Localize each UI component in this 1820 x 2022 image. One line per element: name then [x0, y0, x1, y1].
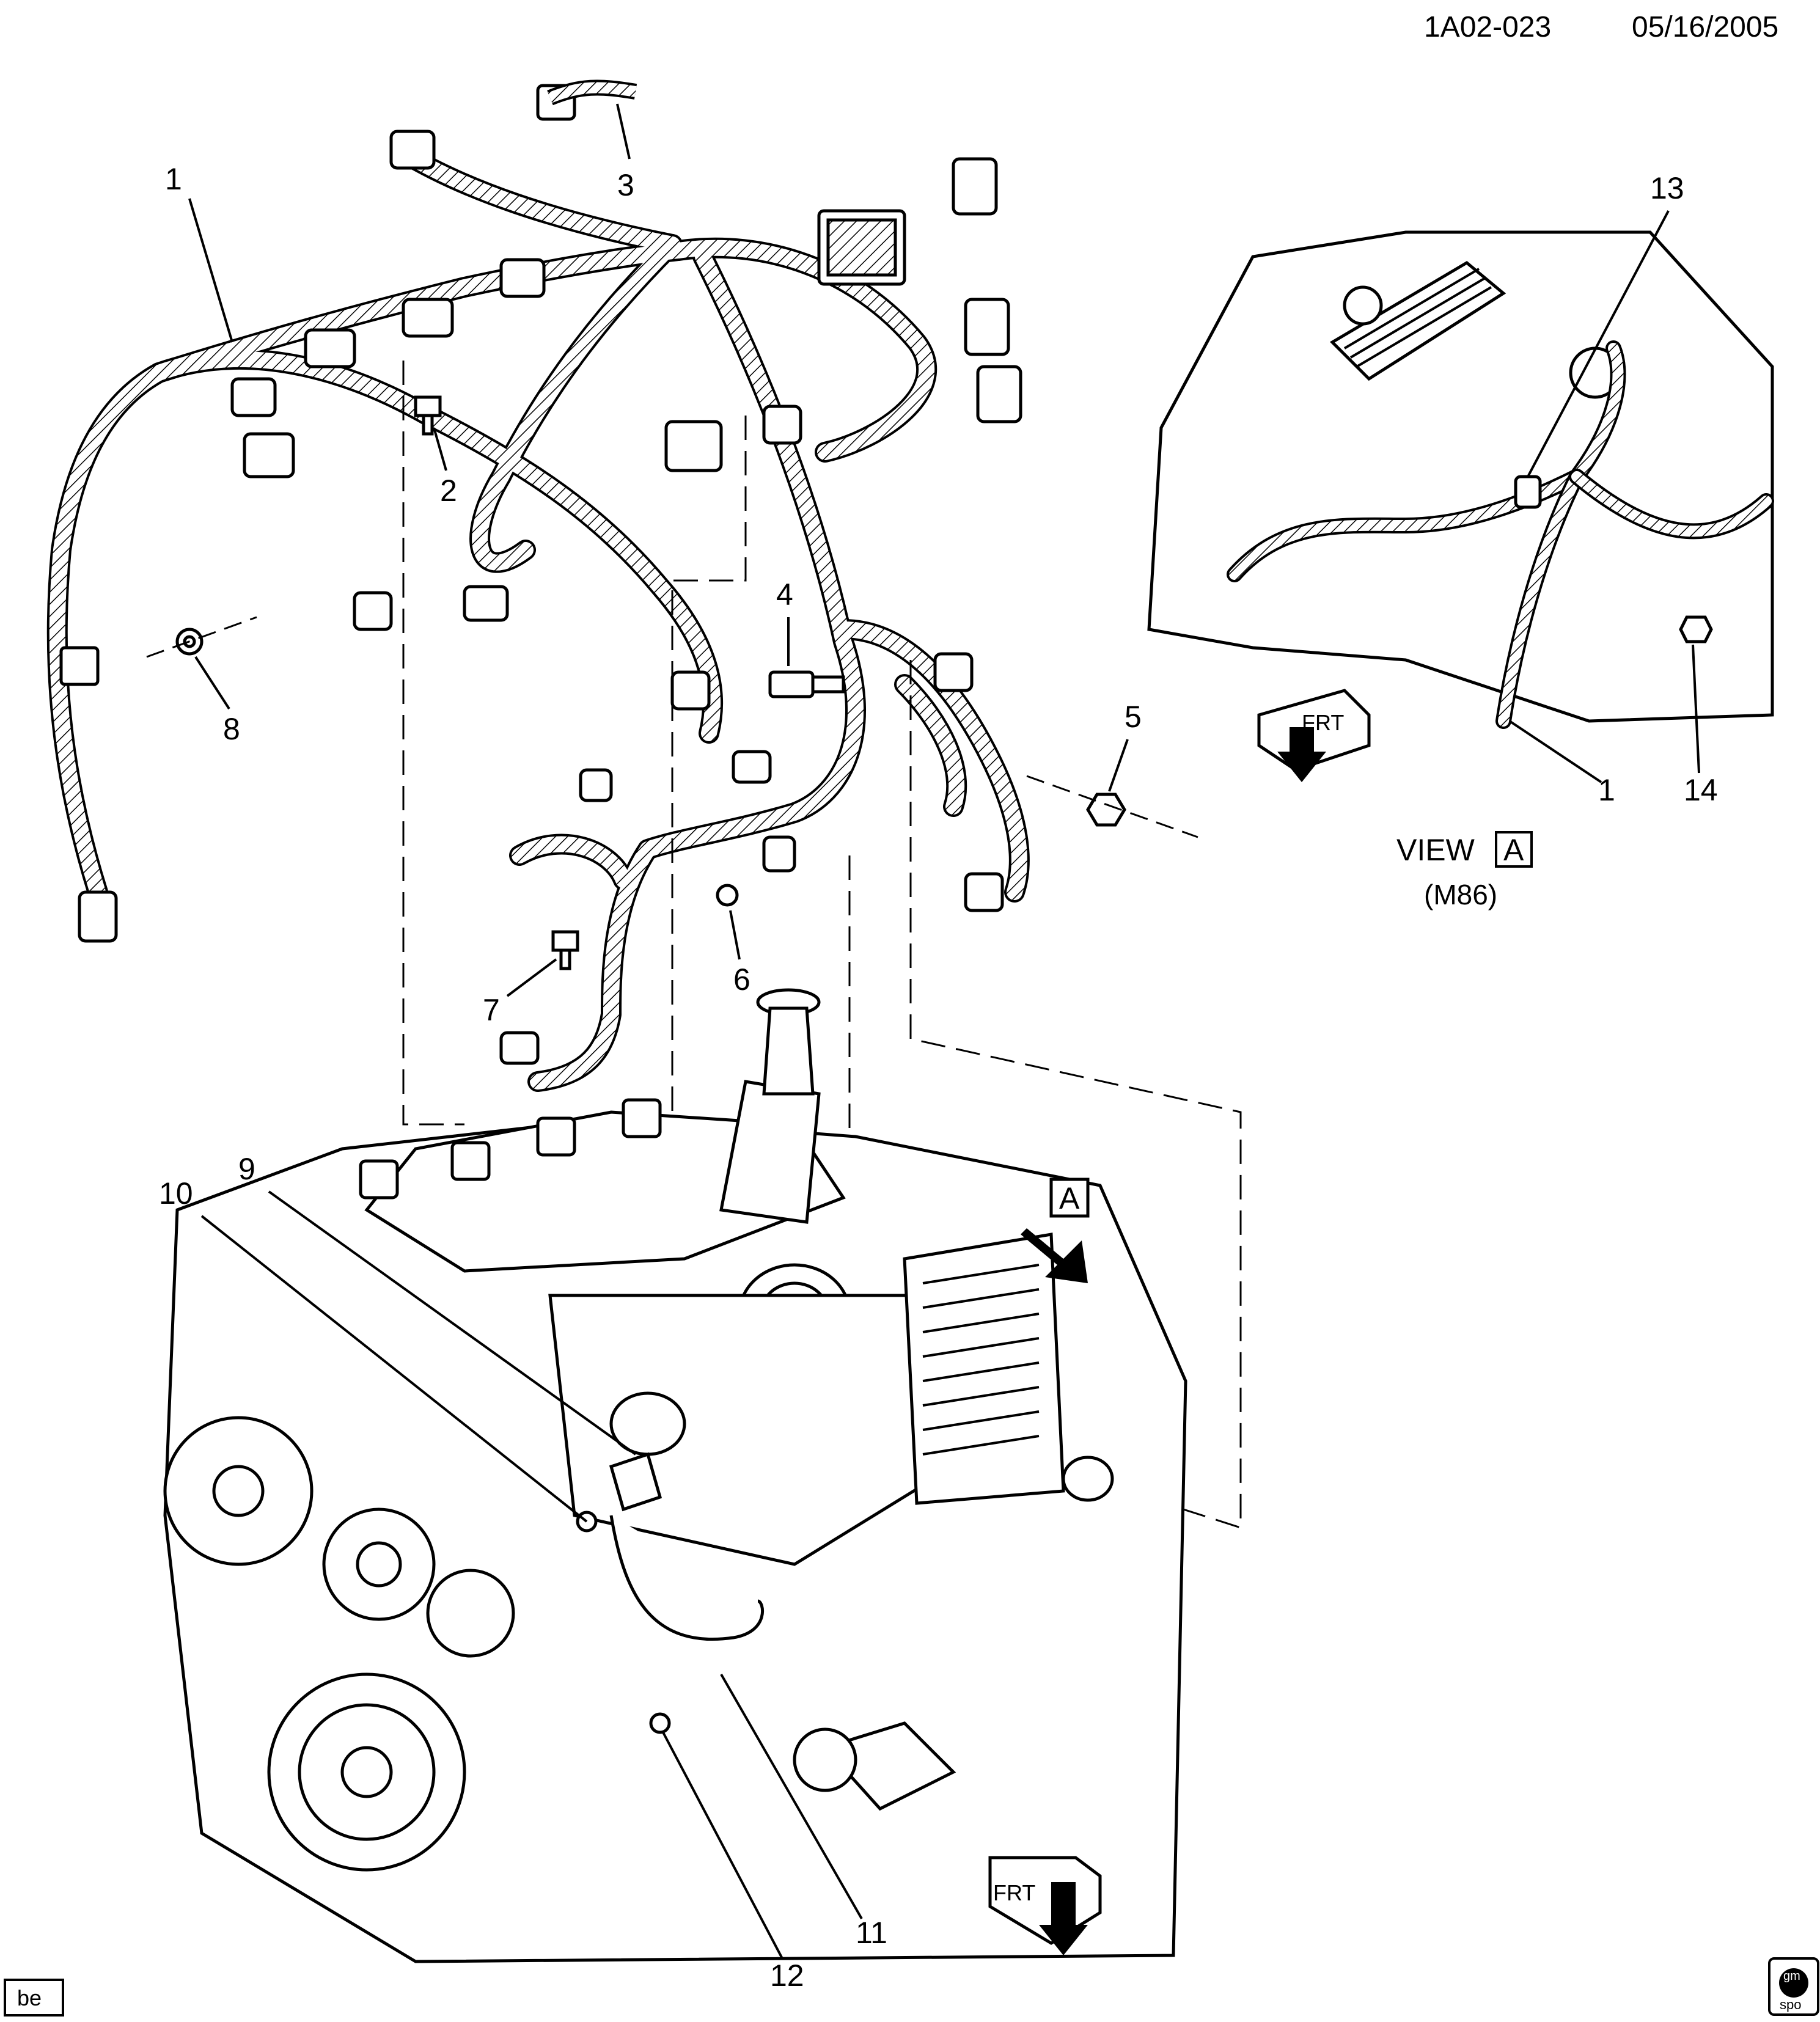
corner-tag-box — [4, 1979, 64, 2017]
callout-10: 10 — [159, 1176, 193, 1211]
bolt-2 — [414, 395, 442, 436]
view-a-arrow-letter: A — [1059, 1181, 1080, 1215]
leader-6 — [729, 910, 741, 960]
ignition-coils — [359, 1098, 662, 1200]
leader-14 — [1692, 644, 1700, 774]
centerline-8 — [146, 616, 257, 658]
callout-4: 4 — [776, 577, 793, 612]
bolt-7 — [551, 930, 579, 970]
corner-tag: be — [17, 1985, 42, 2010]
leader-1-view — [1508, 720, 1602, 783]
diagram-id: 1A02-023 — [1424, 11, 1551, 43]
logo-line1: gm — [1783, 1969, 1800, 1983]
leader-2 — [433, 427, 447, 471]
leader-1 — [188, 198, 233, 343]
callout-1-view: 1 — [1598, 773, 1615, 807]
view-a-inset — [1147, 230, 1774, 723]
callout-5: 5 — [1125, 700, 1142, 734]
nut-5 — [1086, 793, 1126, 827]
view-label: VIEW — [1396, 833, 1475, 867]
leader-13 — [1527, 210, 1670, 477]
view-letter: A — [1503, 833, 1524, 867]
callout-2: 2 — [440, 474, 457, 508]
leader-12 — [662, 1732, 783, 1959]
callout-12: 12 — [770, 1958, 804, 1993]
callout-14: 14 — [1684, 773, 1718, 807]
front-arrow-view: FRT — [1257, 689, 1371, 782]
view-a-nut-14 — [1679, 615, 1713, 643]
nut-6 — [716, 884, 739, 907]
front-arrow-main-label: FRT — [993, 1880, 1035, 1905]
callout-13: 13 — [1650, 171, 1684, 205]
engine-wiring-harness — [46, 142, 1030, 1092]
leader-3 — [616, 103, 631, 159]
leader-11 — [720, 1674, 863, 1919]
front-arrow-main: FRT — [988, 1856, 1102, 1955]
leader-9 — [268, 1190, 637, 1456]
gm-spo-logo: gm spo — [1768, 1957, 1819, 2016]
callout-9: 9 — [238, 1152, 255, 1186]
view-option: (M86) — [1424, 879, 1497, 910]
logo-line2: spo — [1780, 1997, 1801, 2012]
front-arrow-view-label: FRT — [1302, 710, 1344, 735]
engine-assembly — [163, 988, 1187, 1963]
callout-7: 7 — [483, 993, 500, 1027]
callout-11: 11 — [856, 1916, 887, 1950]
centerline-5 — [1026, 775, 1198, 838]
callout-3: 3 — [617, 168, 634, 202]
diagram-date: 05/16/2005 — [1632, 11, 1778, 43]
view-a-arrow: A — [1021, 1178, 1090, 1283]
view-a-sensor-13 — [1514, 475, 1542, 509]
leader-8 — [194, 656, 230, 710]
sensor-4 — [768, 670, 845, 698]
harness-connectors — [59, 84, 1022, 1065]
callout-6: 6 — [733, 962, 750, 997]
leader-10 — [200, 1215, 588, 1523]
leader-5 — [1108, 739, 1129, 792]
callout-1: 1 — [165, 162, 182, 196]
view-letter-box — [1495, 831, 1533, 868]
leader-7 — [506, 958, 557, 997]
sub-harness-3 — [547, 79, 637, 106]
callout-8: 8 — [223, 712, 240, 746]
